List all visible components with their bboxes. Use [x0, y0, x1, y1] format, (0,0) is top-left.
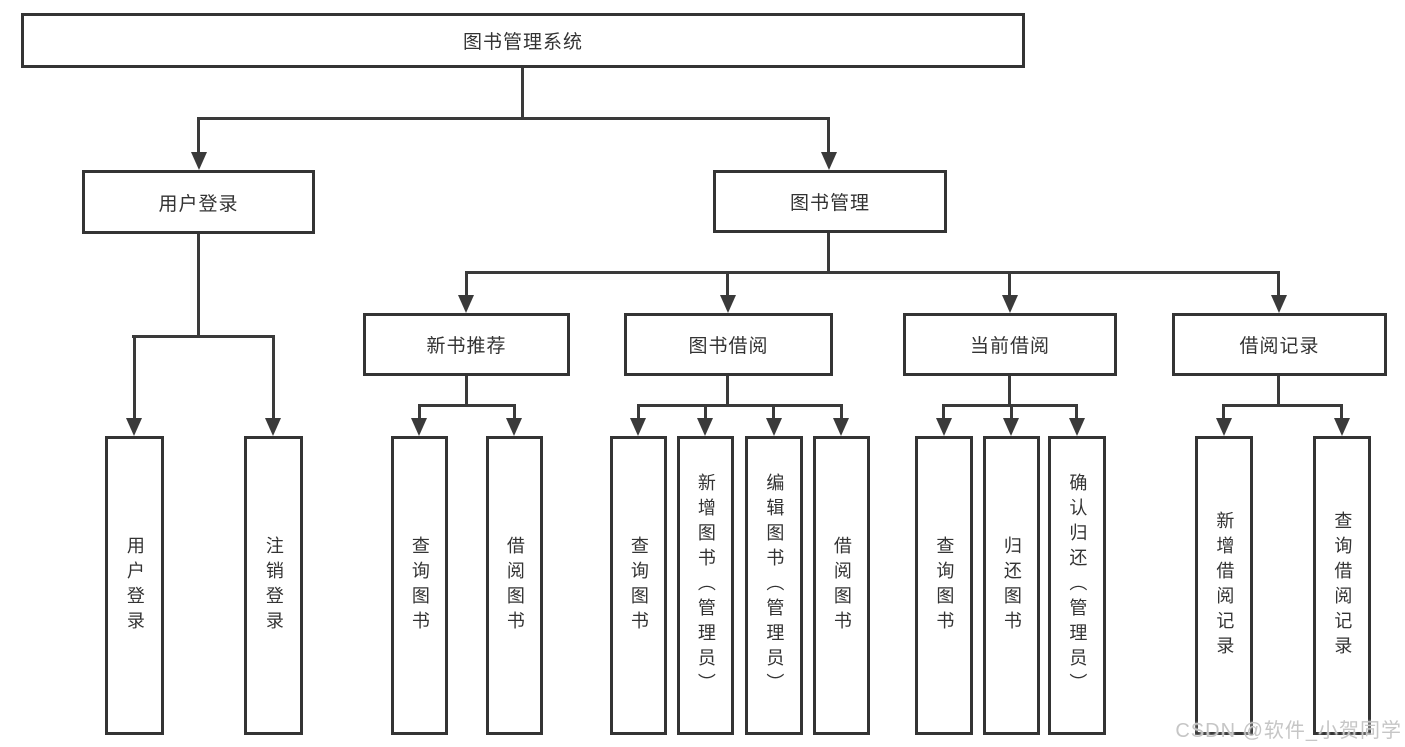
arrow-down-icon: [1002, 295, 1018, 313]
arrow-down-icon: [1216, 418, 1232, 436]
connector-user-login-horizontal: [132, 335, 275, 338]
connector-arrow-line: [465, 271, 468, 295]
leaf-label: 借阅图书: [831, 535, 852, 636]
leaf-query-books: 查询图书: [915, 436, 973, 735]
leaf-label: 编辑图书（管理员）: [764, 473, 785, 698]
arrow-down-icon: [126, 418, 142, 436]
connector-group-stem: [1008, 376, 1011, 404]
arrow-down-icon: [411, 418, 427, 436]
node-user-login: 用户登录: [82, 170, 315, 234]
node-root-label: 图书管理系统: [462, 32, 583, 53]
leaf-label: 注销登录: [263, 535, 284, 636]
connector-user-login-stem: [197, 234, 200, 335]
connector-arrow-line: [1010, 404, 1013, 418]
connector-arrow-line: [726, 271, 729, 295]
connector-arrow-line: [513, 404, 516, 418]
arrow-down-icon: [1069, 418, 1085, 436]
leaf-query-books: 查询图书: [391, 436, 448, 735]
arrow-down-icon: [1334, 418, 1350, 436]
node-label: 图书借阅: [688, 336, 769, 357]
arrow-down-icon: [1271, 295, 1287, 313]
connector-arrow-line: [1008, 271, 1011, 295]
leaf-confirm-return-admin: 确认归还（管理员）: [1048, 436, 1106, 735]
connector-group-stem: [726, 376, 729, 404]
node-label: 新书推荐: [426, 336, 507, 357]
connector-group-horizontal: [637, 404, 843, 407]
arrow-down-icon: [833, 418, 849, 436]
connector-arrow-line: [418, 404, 421, 418]
node-book-borrow: 图书借阅: [624, 313, 833, 376]
leaf-label: 归还图书: [1001, 535, 1022, 636]
arrow-down-icon: [720, 295, 736, 313]
node-book-management: 图书管理: [713, 170, 947, 233]
leaf-borrow-books: 借阅图书: [486, 436, 543, 735]
leaf-user-login: 用户登录: [105, 436, 164, 735]
node-book-management-label: 图书管理: [789, 193, 870, 214]
connector-group-stem: [1277, 376, 1280, 404]
connector-group-horizontal: [1222, 404, 1343, 407]
leaf-add-borrow-record: 新增借阅记录: [1195, 436, 1253, 735]
connector-level3-horizontal: [465, 271, 1280, 274]
connector-book-mgmt-stem: [827, 233, 830, 271]
leaf-label: 查询借阅记录: [1332, 510, 1353, 661]
leaf-query-borrow-record: 查询借阅记录: [1313, 436, 1371, 735]
leaf-label: 借阅图书: [504, 535, 525, 636]
connector-arrow-line: [272, 335, 275, 418]
connector-arrow-line: [1222, 404, 1225, 418]
leaf-label: 用户登录: [124, 535, 145, 636]
arrow-down-icon: [630, 418, 646, 436]
connector-arrow-line: [637, 404, 640, 418]
leaf-borrow-books: 借阅图书: [813, 436, 870, 735]
leaf-add-books-admin: 新增图书（管理员）: [677, 436, 734, 735]
connector-arrow-line: [840, 404, 843, 418]
leaf-return-books: 归还图书: [983, 436, 1040, 735]
leaf-query-books: 查询图书: [610, 436, 667, 735]
arrow-down-icon: [265, 418, 281, 436]
arrow-down-icon: [458, 295, 474, 313]
arrow-down-icon: [697, 418, 713, 436]
arrow-down-icon: [936, 418, 952, 436]
connector-arrow-line: [1340, 404, 1343, 418]
leaf-label: 查询图书: [409, 535, 430, 636]
arrow-down-icon: [506, 418, 522, 436]
connector-arrow-line: [772, 404, 775, 418]
leaf-label: 新增图书（管理员）: [695, 473, 716, 698]
connector-arrow-line: [197, 117, 200, 152]
leaf-label: 查询图书: [934, 535, 955, 636]
arrow-down-icon: [1003, 418, 1019, 436]
leaf-logout: 注销登录: [244, 436, 303, 735]
node-current-borrow: 当前借阅: [903, 313, 1117, 376]
arrow-down-icon: [821, 152, 837, 170]
node-user-login-label: 用户登录: [158, 193, 239, 215]
connector-arrow-line: [827, 117, 830, 152]
arrow-down-icon: [766, 418, 782, 436]
node-label: 当前借阅: [969, 336, 1050, 357]
node-new-book-recommend: 新书推荐: [363, 313, 570, 376]
arrow-down-icon: [191, 152, 207, 170]
leaf-edit-books-admin: 编辑图书（管理员）: [745, 436, 803, 735]
connector-level2-horizontal: [199, 117, 830, 120]
node-borrow-records: 借阅记录: [1172, 313, 1387, 376]
connector-root-stem: [521, 68, 524, 117]
connector-group-horizontal: [418, 404, 516, 407]
connector-arrow-line: [1277, 271, 1280, 295]
connector-arrow-line: [1075, 404, 1078, 418]
connector-arrow-line: [942, 404, 945, 418]
connector-arrow-line: [704, 404, 707, 418]
csdn-watermark: CSDN @软件_小贺同学: [1175, 720, 1402, 742]
connector-group-stem: [465, 376, 468, 404]
leaf-label: 新增借阅记录: [1214, 510, 1235, 661]
connector-arrow-line: [133, 335, 136, 418]
leaf-label: 查询图书: [628, 535, 649, 636]
leaf-label: 确认归还（管理员）: [1067, 473, 1088, 698]
node-root: 图书管理系统: [21, 13, 1025, 68]
node-label: 借阅记录: [1239, 336, 1320, 357]
